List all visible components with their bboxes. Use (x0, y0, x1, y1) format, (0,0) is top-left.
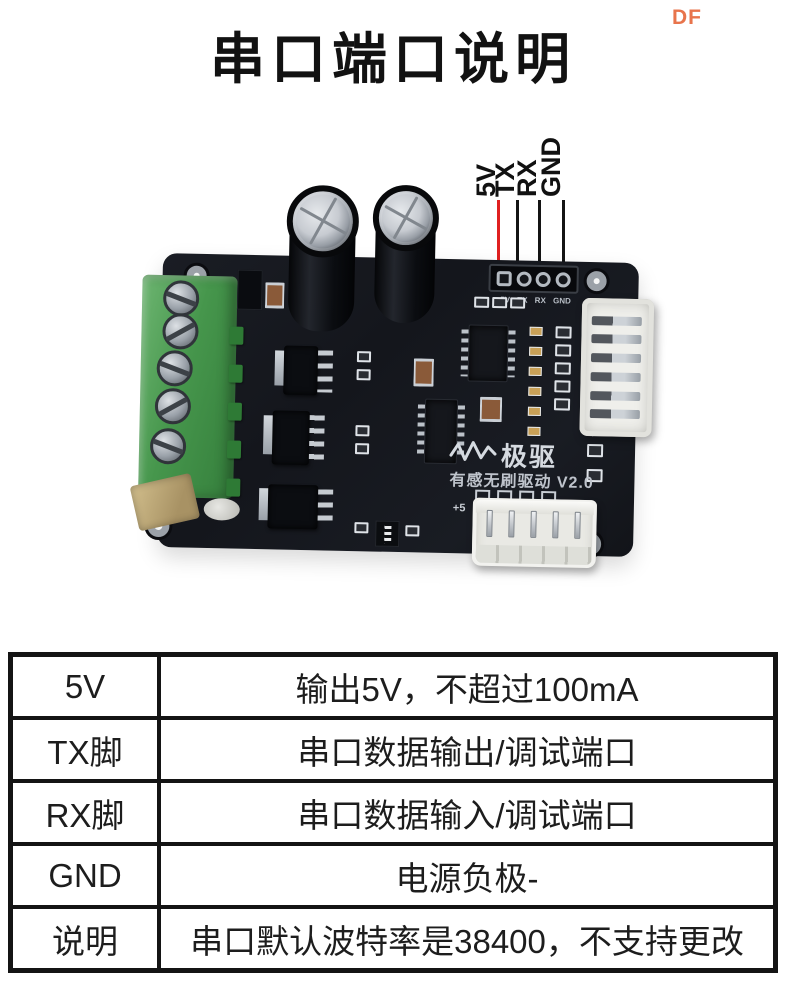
terminal-notch (227, 402, 243, 421)
smd-resistor (586, 443, 604, 458)
desc-cell: 输出5V，不超过100mA (157, 652, 778, 720)
terminal-screw (162, 280, 200, 317)
pin-callout-line-tx (516, 200, 519, 264)
connector-pin (530, 510, 537, 538)
solder-blob (203, 497, 241, 521)
shunt-resistor (375, 520, 400, 548)
terminal-notch (228, 364, 243, 383)
smd-resistor (354, 522, 369, 534)
table-row: 说明 串口默认波特率是38400，不支持更改 (8, 905, 778, 973)
smd-resistor (356, 369, 371, 381)
connector-pin (590, 371, 641, 382)
desc-cell: 串口默认波特率是38400，不支持更改 (157, 905, 778, 973)
connector-pin (574, 511, 581, 539)
model-silkscreen: 有感无刷驱动 V2.0 (449, 472, 594, 493)
connector-pin (590, 353, 642, 364)
desc-cell: 电源负极- (157, 842, 778, 909)
smd-resistor (510, 297, 526, 309)
terminal-screw (154, 387, 192, 425)
terminal-block (138, 274, 244, 499)
pin-callout-line-rx (538, 200, 541, 264)
table-row: GND 电源负极- (8, 842, 778, 909)
brand-watermark: DF (672, 6, 702, 29)
terminal-screw (156, 349, 194, 387)
pin-cell: RX脚 (8, 779, 161, 846)
pin-callout-line-gnd (562, 200, 565, 264)
smd-resistor (554, 362, 571, 375)
smd-capacitor (264, 282, 285, 309)
smd-resistor (405, 525, 420, 537)
smd-resistor (555, 326, 572, 339)
terminal-screw (162, 313, 199, 350)
connector-pin (552, 511, 559, 539)
header-pin-5v (496, 270, 513, 286)
mounting-hole-top-right (586, 270, 607, 292)
pin-cell: GND (8, 842, 161, 909)
pcb-board: +5V TX RX GND + 极驱 有感无刷驱动 V2.0 +5 (129, 184, 655, 569)
logo-waveform-icon (449, 441, 497, 461)
capacitor-right (370, 184, 440, 360)
connector-pin (591, 315, 642, 326)
connector-pin (589, 409, 640, 420)
plus5-silkscreen: +5 (452, 502, 466, 515)
desc-cell: 串口数据输出/调试端口 (157, 716, 778, 783)
header-pin-rx (535, 271, 552, 287)
led (527, 406, 541, 416)
led (527, 426, 541, 436)
terminal-notch (226, 440, 242, 459)
mosfet (262, 410, 325, 466)
side-connector-6pin (579, 297, 655, 438)
smd-capacitor (479, 396, 503, 423)
led (528, 386, 542, 396)
page-title: 串口端口说明 (209, 28, 576, 90)
smd-resistor (474, 296, 490, 308)
desc-cell: 串口数据输入/调试端口 (157, 779, 778, 846)
mcu-chip (467, 324, 509, 383)
smd-resistor (555, 344, 572, 357)
spec-table: 5V 输出5V，不超过100mA TX脚 串口数据输出/调试端口 RX脚 串口数… (8, 652, 778, 973)
terminal-screw (149, 427, 187, 465)
pin-cell: 说明 (8, 905, 161, 973)
mosfet (258, 484, 334, 530)
header-pin-gnd (555, 271, 571, 288)
connector-pin (590, 390, 641, 401)
table-row: 5V 输出5V，不超过100mA (8, 652, 778, 720)
connector-pin (508, 510, 515, 538)
led (529, 326, 543, 337)
smd-capacitor (413, 358, 434, 387)
capacitor-left (284, 184, 360, 366)
pin-cell: 5V (8, 652, 161, 720)
connector-pin (486, 509, 493, 538)
smd-resistor (554, 380, 571, 393)
bottom-connector-5pin (471, 497, 598, 569)
pin-callout-line-5v (497, 200, 500, 264)
serial-header-4pin (488, 263, 579, 294)
smd-resistor (354, 443, 370, 455)
table-row: TX脚 串口数据输出/调试端口 (8, 716, 778, 783)
smd-resistor (356, 351, 372, 363)
table-row: RX脚 串口数据输入/调试端口 (8, 779, 778, 846)
led (529, 346, 543, 357)
pin-callout-label-gnd: GND (536, 137, 566, 197)
mosfet (274, 345, 334, 396)
led (528, 366, 542, 377)
diode-package (236, 269, 263, 311)
smd-resistor (553, 398, 571, 411)
header-pin-tx (516, 270, 532, 287)
smd-resistor (492, 296, 508, 309)
smd-resistor (355, 425, 370, 437)
terminal-notch (226, 478, 241, 497)
terminal-notch (229, 326, 244, 345)
pin-cell: TX脚 (8, 716, 161, 783)
connector-pin (591, 334, 642, 345)
